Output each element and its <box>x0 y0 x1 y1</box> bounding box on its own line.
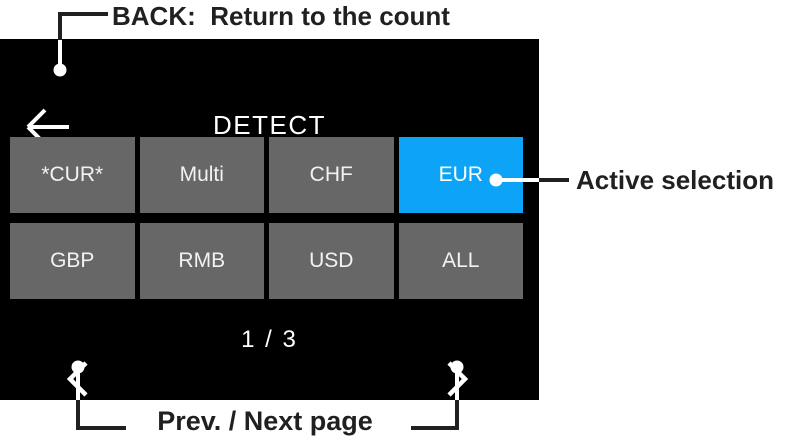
currency-button-rmb[interactable]: RMB <box>139 223 264 299</box>
chevron-left-icon <box>66 361 88 397</box>
prev-page-button[interactable] <box>60 357 96 401</box>
currency-button-multi[interactable]: Multi <box>139 137 264 213</box>
page-title: DETECT <box>213 110 326 140</box>
currency-button-usd[interactable]: USD <box>269 223 394 299</box>
next-page-button[interactable] <box>439 357 475 401</box>
page-indicator: 1 / 3 <box>241 326 298 353</box>
back-callout-label: BACK: Return to the count <box>112 1 450 31</box>
active-selection-callout-label: Active selection <box>576 165 774 195</box>
currency-button-all[interactable]: ALL <box>398 223 523 299</box>
prev-next-callout-label: Prev. / Next page <box>157 406 373 436</box>
back-callout-line <box>58 12 108 40</box>
currency-button-eur[interactable]: EUR <box>398 137 523 213</box>
currency-button-gbp[interactable]: GBP <box>10 223 135 299</box>
currency-button-cur[interactable]: *CUR* <box>10 137 135 213</box>
currency-button-chf[interactable]: CHF <box>269 137 394 213</box>
chevron-right-icon <box>447 361 469 397</box>
